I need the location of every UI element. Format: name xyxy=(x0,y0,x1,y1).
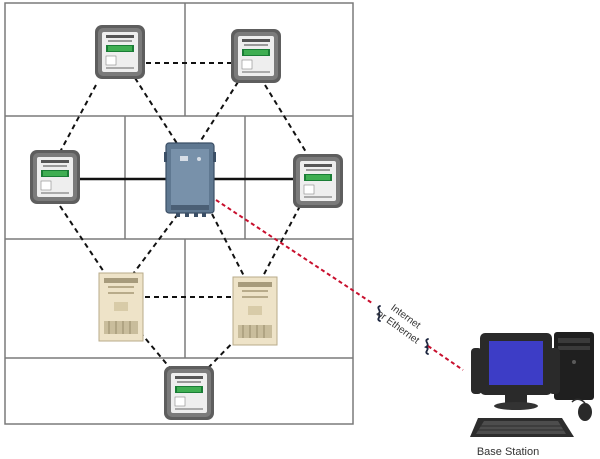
digital-meter-icon xyxy=(292,153,344,209)
wireless-link xyxy=(139,331,171,369)
wireless-link xyxy=(264,84,307,153)
break-symbol-icon xyxy=(375,305,381,322)
digital-meter-icon xyxy=(163,365,215,421)
link-break-symbols xyxy=(375,305,429,355)
wireless-link xyxy=(59,84,97,153)
digital-meter-icon xyxy=(230,28,282,84)
panel-meter-icon xyxy=(98,272,144,342)
wireless-link xyxy=(134,77,179,146)
internet-link-segment xyxy=(427,345,464,371)
internet-link-segment xyxy=(215,199,373,304)
digital-meter-icon xyxy=(29,149,81,205)
base-station: Base Station xyxy=(470,332,594,458)
wireless-link xyxy=(211,213,246,279)
break-symbol-icon xyxy=(423,338,429,355)
floor-plan-grid xyxy=(4,2,354,425)
wireless-link xyxy=(197,81,239,146)
wireless-link xyxy=(129,213,179,279)
digital-meter-icon xyxy=(94,24,146,80)
data-concentrator-icon xyxy=(164,142,216,217)
wireless-links xyxy=(59,62,307,369)
base-station-label: Base Station xyxy=(477,446,539,458)
floor-plan-outline xyxy=(4,2,354,425)
panel-meter-icon xyxy=(232,276,278,346)
wireless-link xyxy=(59,205,109,279)
desktop-computer-icon xyxy=(470,332,594,437)
internet-link xyxy=(215,199,464,371)
